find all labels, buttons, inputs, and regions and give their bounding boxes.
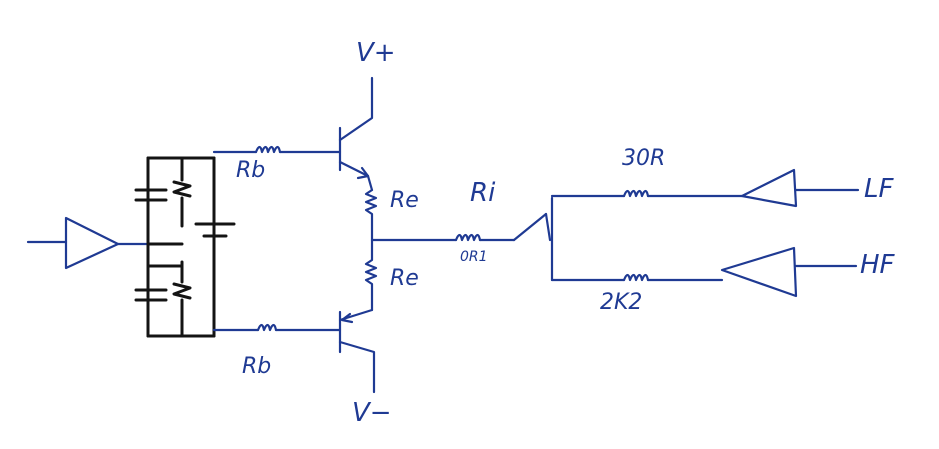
lf-branch: [550, 168, 860, 208]
lower-transistor-stage: [212, 308, 376, 394]
v-plus-label: V+: [356, 38, 396, 68]
hf-resistor-value-label: 2K2: [600, 290, 643, 315]
hf-output-label: HF: [860, 250, 895, 280]
output-path: [370, 196, 554, 282]
emitter-resistors: [364, 188, 378, 312]
re-top-label: Re: [390, 188, 419, 213]
lf-output-label: LF: [864, 174, 894, 204]
upper-transistor-stage: [212, 76, 374, 192]
hf-branch: [550, 246, 858, 298]
re-bottom-label: Re: [390, 266, 419, 291]
rb-top-label: Rb: [236, 158, 266, 183]
rb-bottom-label: Rb: [242, 354, 272, 379]
ri-value-label: 0R1: [460, 249, 488, 265]
v-minus-label: V−: [352, 398, 392, 428]
lf-resistor-value-label: 30R: [622, 146, 666, 171]
input-buffer: [26, 216, 150, 270]
bias-network: [134, 156, 236, 338]
ri-label: Ri: [470, 178, 496, 208]
